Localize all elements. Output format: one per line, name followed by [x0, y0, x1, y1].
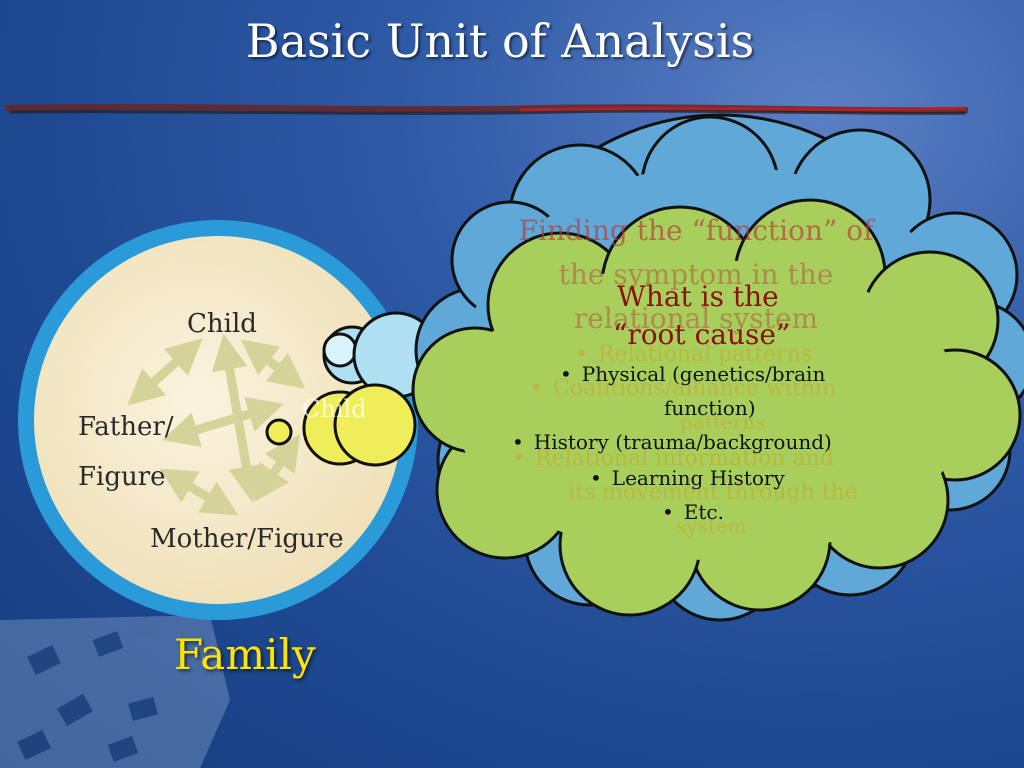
yellow-thought-bubbles [265, 383, 417, 467]
front-cloud [411, 198, 1022, 617]
front-cloud-title-line1: What is the [617, 280, 779, 313]
node-father-line1: Father/ [78, 412, 174, 442]
node-sibling-child: Child [302, 395, 367, 423]
front-cloud-bullet-3: Learning History [590, 466, 785, 490]
node-father-line2: Figure [78, 462, 166, 492]
arrow-child-father [127, 338, 203, 406]
relationship-arrows [127, 333, 306, 516]
front-cloud-bullet-1-cont: function) [664, 396, 756, 420]
front-cloud-bullet-4: Etc. [662, 500, 724, 524]
arrow-father-mother [159, 468, 239, 516]
front-cloud-bullet-1: Physical (genetics/brain [560, 362, 826, 386]
arrow-father-sibling [162, 396, 284, 448]
arrow-sibling-mother [253, 434, 301, 502]
family-label: Family [174, 630, 316, 679]
back-cloud-title-line3: relational system [573, 302, 819, 335]
slide-title: Basic Unit of Analysis [245, 14, 755, 68]
node-mother: Mother/Figure [150, 524, 344, 554]
decor-map-shapes [0, 615, 230, 768]
arrow-child-sibling [240, 339, 306, 389]
back-cloud-title-line2: the symptom in the [558, 258, 834, 291]
node-child: Child [187, 309, 257, 339]
front-cloud-bullet-2: History (trauma/background) [512, 430, 832, 454]
title-divider [5, 103, 969, 115]
front-cloud-title-line2: “root cause” [613, 318, 791, 351]
back-cloud-title-line1: Finding the “function” of [518, 214, 874, 247]
